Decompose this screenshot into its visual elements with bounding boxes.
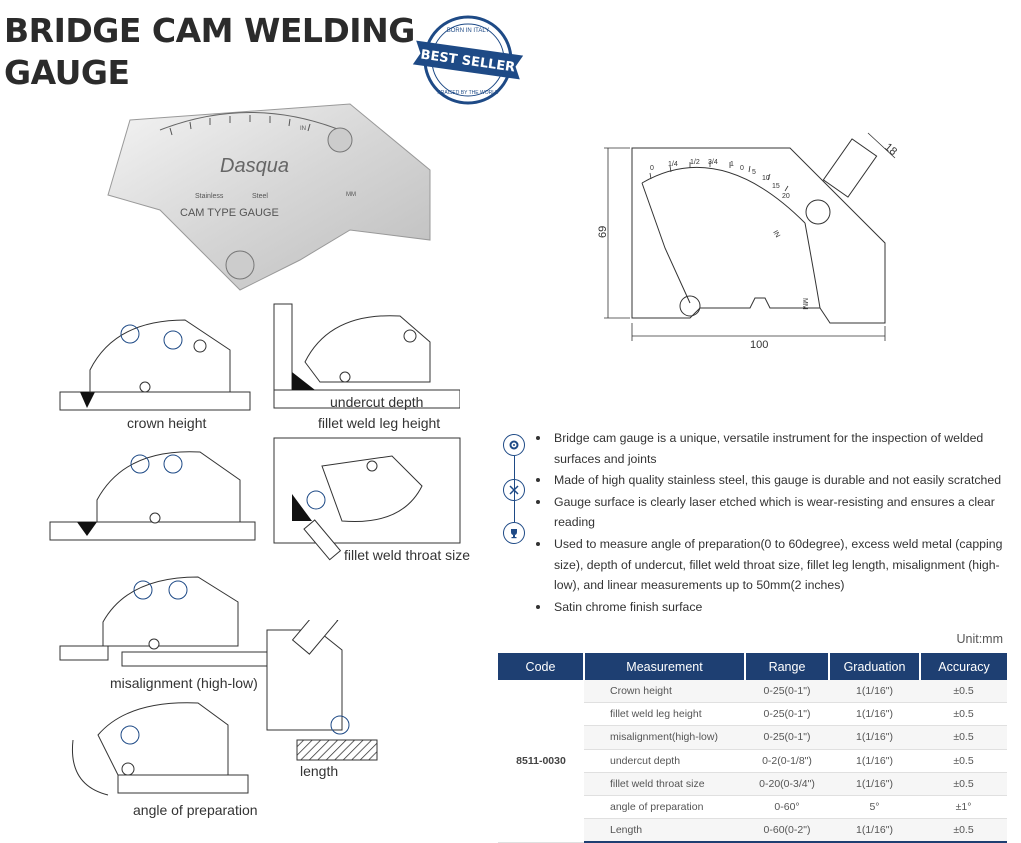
- scale-1-4: 1/4: [668, 161, 678, 168]
- caption-misalignment: misalignment (high-low): [110, 675, 258, 691]
- cell-accuracy: ±0.5: [920, 680, 1007, 704]
- caption-crown-height: crown height: [127, 415, 207, 431]
- table-row: fillet weld leg height 0-25(0-1") 1(1/16…: [498, 702, 1007, 727]
- product-line-2: Steel: [252, 193, 268, 200]
- figure-misalignment: [59, 576, 268, 667]
- badge-bottom-text: PRAISED BY THE WORLD: [437, 90, 499, 96]
- header-graduation: Graduation: [829, 653, 921, 680]
- table-row: misalignment(high-low) 0-25(0-1") 1(1/16…: [498, 725, 1007, 750]
- tools-icon: [503, 479, 525, 501]
- dim-height: 69: [597, 226, 609, 238]
- caption-length: length: [300, 763, 339, 779]
- scale-15: 15: [772, 183, 780, 190]
- product-line-1: Stainless: [195, 193, 224, 200]
- feature-item: Used to measure angle of preparation(0 t…: [536, 534, 1016, 596]
- caption-undercut-depth: undercut depth: [330, 394, 424, 410]
- scale-1: 1: [730, 161, 734, 168]
- product-line-3: CAM TYPE GAUGE: [180, 207, 279, 219]
- spec-table: Code Measurement Range Graduation Accura…: [498, 653, 1007, 843]
- cell-measurement: Length: [584, 818, 745, 843]
- cell-measurement: undercut depth: [584, 749, 745, 773]
- header-accuracy: Accuracy: [920, 653, 1007, 680]
- caption-fillet-leg-height: fillet weld leg height: [318, 415, 441, 431]
- figure-length: [266, 620, 378, 761]
- cell-graduation: 5°: [829, 795, 920, 820]
- cell-graduation: 1(1/16"): [829, 818, 920, 843]
- scale-5: 5: [752, 169, 756, 176]
- scale-1-2: 1/2: [690, 159, 700, 166]
- cell-range: 0-25(0-1"): [745, 725, 829, 750]
- product-unit-in: IN: [300, 126, 306, 132]
- cell-graduation: 1(1/16"): [829, 702, 920, 727]
- cell-accuracy: ±0.5: [920, 749, 1007, 773]
- cell-measurement: angle of preparation: [584, 795, 745, 820]
- unit-label: Unit:mm: [956, 632, 1003, 646]
- caption-fillet-throat-size: fillet weld throat size: [344, 547, 471, 563]
- scale-10: 10: [762, 175, 770, 182]
- cell-range: 0-2(0-1/8"): [745, 749, 829, 773]
- caption-angle-preparation: angle of preparation: [133, 802, 258, 818]
- product-brand: Dasqua: [220, 155, 289, 177]
- trophy-icon: [503, 522, 525, 544]
- cell-accuracy: ±0.5: [920, 772, 1007, 796]
- cell-range: 0-60°: [745, 795, 829, 820]
- cell-accuracy: ±0.5: [920, 818, 1007, 843]
- best-seller-badge: BORN IN ITALY PRAISED BY THE WORLD BEST …: [412, 15, 524, 105]
- table-row: angle of preparation 0-60° 5° ±1°: [498, 795, 1007, 820]
- product-unit-mm: MM: [346, 192, 356, 198]
- header-measurement: Measurement: [584, 653, 746, 680]
- gear-icon: [503, 434, 525, 456]
- feature-item: Satin chrome finish surface: [536, 597, 1016, 618]
- header-range: Range: [745, 653, 830, 680]
- unit-mm-label: MM: [801, 298, 808, 310]
- scale-mm-0: 0: [740, 165, 744, 172]
- figure-fillet-throat: [273, 437, 461, 561]
- product-photo: Dasqua Stainless Steel CAM TYPE GAUGE IN…: [107, 103, 431, 291]
- feature-item: Gauge surface is clearly laser etched wh…: [536, 492, 1016, 533]
- cell-measurement: misalignment(high-low): [584, 725, 745, 750]
- scale-20: 20: [782, 193, 790, 200]
- dim-arm: 18: [882, 141, 899, 158]
- cell-measurement: Crown height: [584, 680, 745, 704]
- figure-crown-height: [59, 319, 251, 411]
- header-code: Code: [498, 653, 585, 680]
- cell-measurement: fillet weld throat size: [584, 772, 745, 796]
- cell-measurement: fillet weld leg height: [584, 702, 745, 727]
- cell-graduation: 1(1/16"): [829, 749, 920, 773]
- technical-drawing: 0 1/4 1/2 3/4 1 0 5 10 15 20 IN MM 69 10…: [597, 132, 899, 351]
- scale-0: 0: [650, 165, 654, 172]
- unit-in-label: IN: [771, 230, 781, 240]
- badge-top-text: BORN IN ITALY: [447, 28, 489, 34]
- cell-graduation: 1(1/16"): [829, 680, 920, 704]
- table-row: fillet weld throat size 0-20(0-3/4") 1(1…: [498, 772, 1007, 796]
- cell-range: 0-60(0-2"): [745, 818, 829, 843]
- cell-accuracy: ±0.5: [920, 702, 1007, 727]
- table-row: undercut depth 0-2(0-1/8") 1(1/16") ±0.5: [498, 749, 1007, 773]
- title-line-2: GAUGE: [4, 53, 130, 92]
- cell-range: 0-20(0-3/4"): [745, 772, 829, 796]
- cell-graduation: 1(1/16"): [829, 725, 920, 750]
- cell-accuracy: ±1°: [920, 795, 1007, 820]
- cell-graduation: 1(1/16"): [829, 772, 920, 796]
- cell-range: 0-25(0-1"): [745, 680, 829, 704]
- feature-list: Bridge cam gauge is a unique, versatile …: [536, 428, 1016, 618]
- cell-range: 0-25(0-1"): [745, 702, 829, 727]
- scale-3-4: 3/4: [708, 159, 718, 166]
- feature-item: Bridge cam gauge is a unique, versatile …: [536, 428, 1016, 469]
- figure-undercut: [273, 303, 460, 409]
- page-title: BRIDGE CAM WELDING GAUGE: [4, 10, 415, 94]
- table-header-row: Code Measurement Range Graduation Accura…: [498, 653, 1007, 680]
- cell-accuracy: ±0.5: [920, 725, 1007, 750]
- feature-item: Made of high quality stainless steel, th…: [536, 470, 1016, 491]
- figure-angle-preparation: [71, 702, 249, 796]
- product-code: 8511-0030: [498, 680, 584, 843]
- figure-crown-height-2: [49, 451, 256, 541]
- table-row: 8511-0030 Crown height 0-25(0-1") 1(1/16…: [498, 680, 1007, 843]
- dim-width: 100: [750, 339, 768, 351]
- title-line-1: BRIDGE CAM WELDING: [4, 11, 415, 50]
